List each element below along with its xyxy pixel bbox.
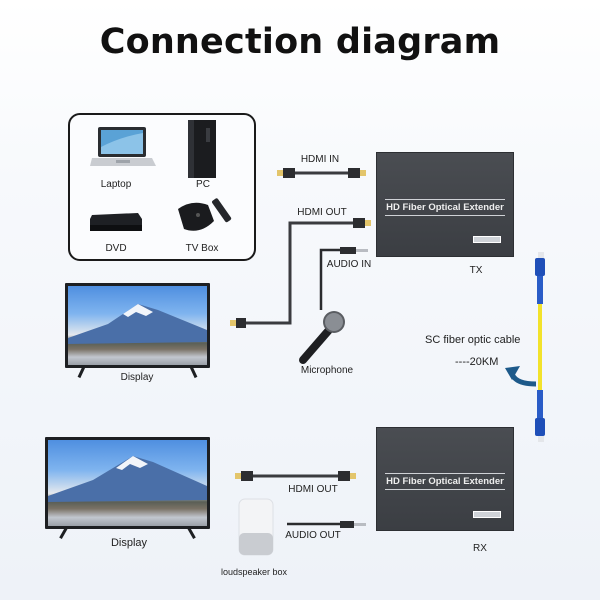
mountain-image: [48, 456, 207, 502]
hdmi-out-label: HDMI OUT: [297, 207, 347, 218]
fiber-distance-label: ----20KM: [455, 356, 499, 368]
curved-arrow-icon: [505, 366, 537, 387]
tx-hdmi-out-cable: [230, 218, 371, 328]
tx-extender-device: HD Fiber Optical Extender: [376, 152, 514, 257]
rx-display-tv: [45, 437, 210, 529]
page-title: Connection diagram: [99, 22, 501, 62]
fiber-cable-label: SC fiber optic cable: [425, 334, 521, 346]
tx-display-label: Display: [120, 372, 154, 383]
source-devices-box: Laptop PC DVD TV Box: [68, 113, 256, 261]
rx-unit-label: RX: [473, 543, 487, 554]
source-label-tv-box: TV Box: [185, 243, 219, 254]
tv-box-icon: [178, 198, 232, 231]
audio-in-cable: [319, 247, 368, 310]
microphone-label: Microphone: [300, 365, 354, 376]
rx-badge: [473, 511, 501, 518]
rx-hdmi-out-cable: [235, 471, 356, 481]
tx-device-label: HD Fiber Optical Extender: [385, 199, 505, 216]
loudspeaker-icon: [238, 498, 274, 556]
tx-unit-label: TX: [469, 265, 483, 276]
rx-device-label: HD Fiber Optical Extender: [385, 473, 505, 490]
source-label-laptop: Laptop: [100, 179, 132, 190]
hdmi-in-label: HDMI IN: [300, 154, 340, 165]
sc-fiber-cable: [535, 252, 545, 442]
mountain-image: [68, 304, 207, 344]
tx-badge: [473, 236, 501, 243]
hdmi-in-cable: [277, 168, 366, 178]
speaker-label: loudspeaker box: [220, 567, 288, 577]
audio-in-label: AUDIO IN: [326, 259, 372, 270]
rx-display-label: Display: [110, 537, 148, 549]
source-label-pc: PC: [196, 179, 210, 190]
dvd-player-icon: [90, 213, 142, 231]
audio-out-label: AUDIO OUT: [285, 530, 341, 541]
laptop-icon: [90, 127, 156, 166]
rx-extender-device: HD Fiber Optical Extender: [376, 427, 514, 531]
microphone-icon: [299, 311, 345, 364]
pc-tower-icon: [188, 120, 216, 178]
audio-out-cable: [287, 521, 366, 528]
tx-display-tv: [65, 283, 210, 368]
source-label-dvd: DVD: [105, 243, 127, 254]
rx-hdmi-out-label: HDMI OUT: [288, 484, 338, 495]
